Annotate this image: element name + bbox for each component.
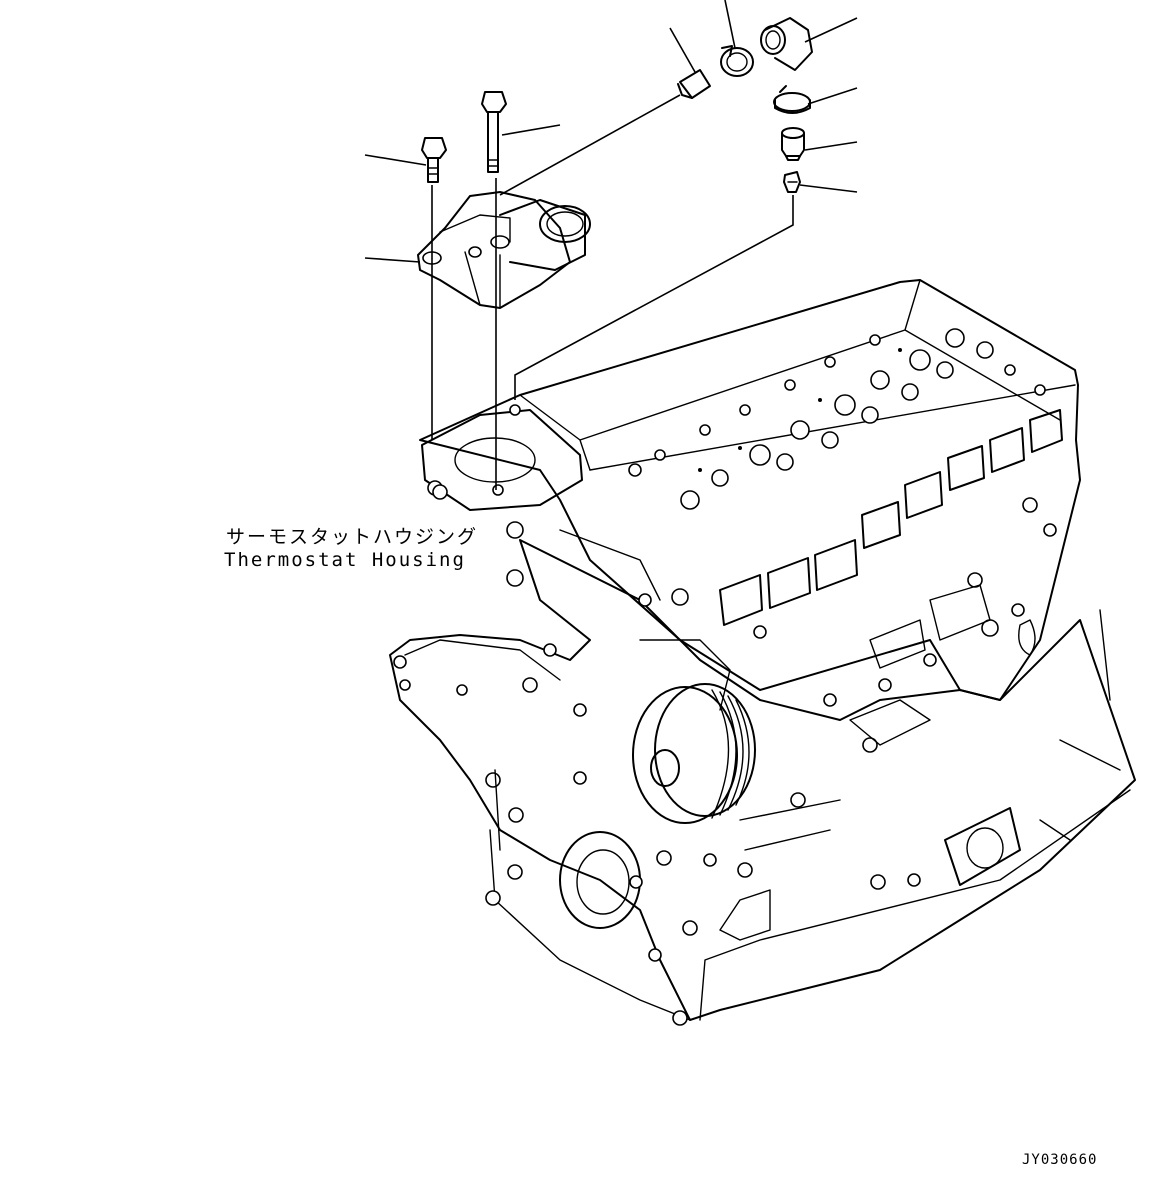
temperature-sensor [783,171,801,193]
callout-label-english: Thermostat Housing [224,549,466,571]
drawing-number: JY030660 [1022,1152,1098,1168]
assembly-lines [431,94,794,490]
hose-clamp-lower [773,85,811,114]
elbow-hose [760,17,813,71]
adaptor-fitting [781,127,805,161]
thermostat-housing-part [417,191,591,309]
hose-clamp-upper [720,45,754,77]
engine-block [389,279,1136,1026]
callout-label-japanese: サーモスタットハウジング [226,526,479,548]
bolt-short [421,137,447,183]
block-bolts [393,484,1057,1026]
rear-flange [944,807,1021,886]
fan-pulley [632,683,756,824]
callout-leaders [364,0,858,263]
bolt-long [481,91,507,173]
exhaust-ports [719,409,1063,626]
head-holes [628,328,1046,510]
plug-fitting [677,69,711,99]
